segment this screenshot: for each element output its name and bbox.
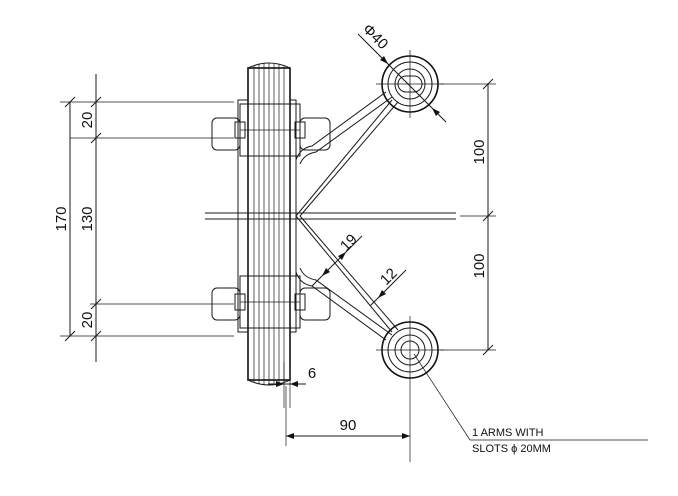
dim-lower-100-label: 100 — [471, 253, 488, 278]
note-leader — [413, 353, 648, 441]
dim-bottom-20-label: 20 — [79, 312, 96, 329]
dim-gap-6 — [268, 362, 306, 408]
dim-arm-12 — [369, 269, 407, 307]
dim-line-130 — [90, 74, 102, 362]
dim-170-label: 170 — [53, 206, 70, 231]
dim-130-label: 130 — [79, 206, 96, 231]
dim-top-20-label: 20 — [79, 112, 96, 129]
glass-joint-line — [205, 212, 456, 220]
diameter-leader — [357, 33, 447, 123]
dim-gap-6-label: 6 — [308, 365, 316, 382]
lower-fixing-disc — [376, 316, 444, 462]
upper-fixing-disc — [376, 50, 444, 118]
right-extension-lines — [440, 83, 496, 351]
dim-line-170 — [64, 96, 76, 342]
dim-arm-19-label: 19 — [337, 231, 361, 255]
mullion-profile — [237, 62, 297, 386]
dim-line-right — [482, 78, 494, 356]
dim-arm-19 — [311, 235, 363, 287]
upper-arm — [295, 91, 399, 217]
dim-diameter-label: Φ40 — [359, 21, 391, 53]
left-extension-lines — [60, 101, 234, 337]
upper-bolt-assembly — [211, 103, 331, 157]
note-line-2: SLOTS ϕ 20MM — [472, 443, 551, 455]
note-line-1: 1 ARMS WITH — [472, 427, 544, 439]
lower-bolt-assembly — [211, 275, 331, 329]
dim-upper-100-label: 100 — [471, 139, 488, 164]
dim-arm-12-label: 12 — [377, 265, 401, 289]
lower-arm — [295, 215, 399, 341]
dim-reach-90-label: 90 — [340, 417, 357, 434]
dim-reach-90 — [285, 386, 410, 446]
